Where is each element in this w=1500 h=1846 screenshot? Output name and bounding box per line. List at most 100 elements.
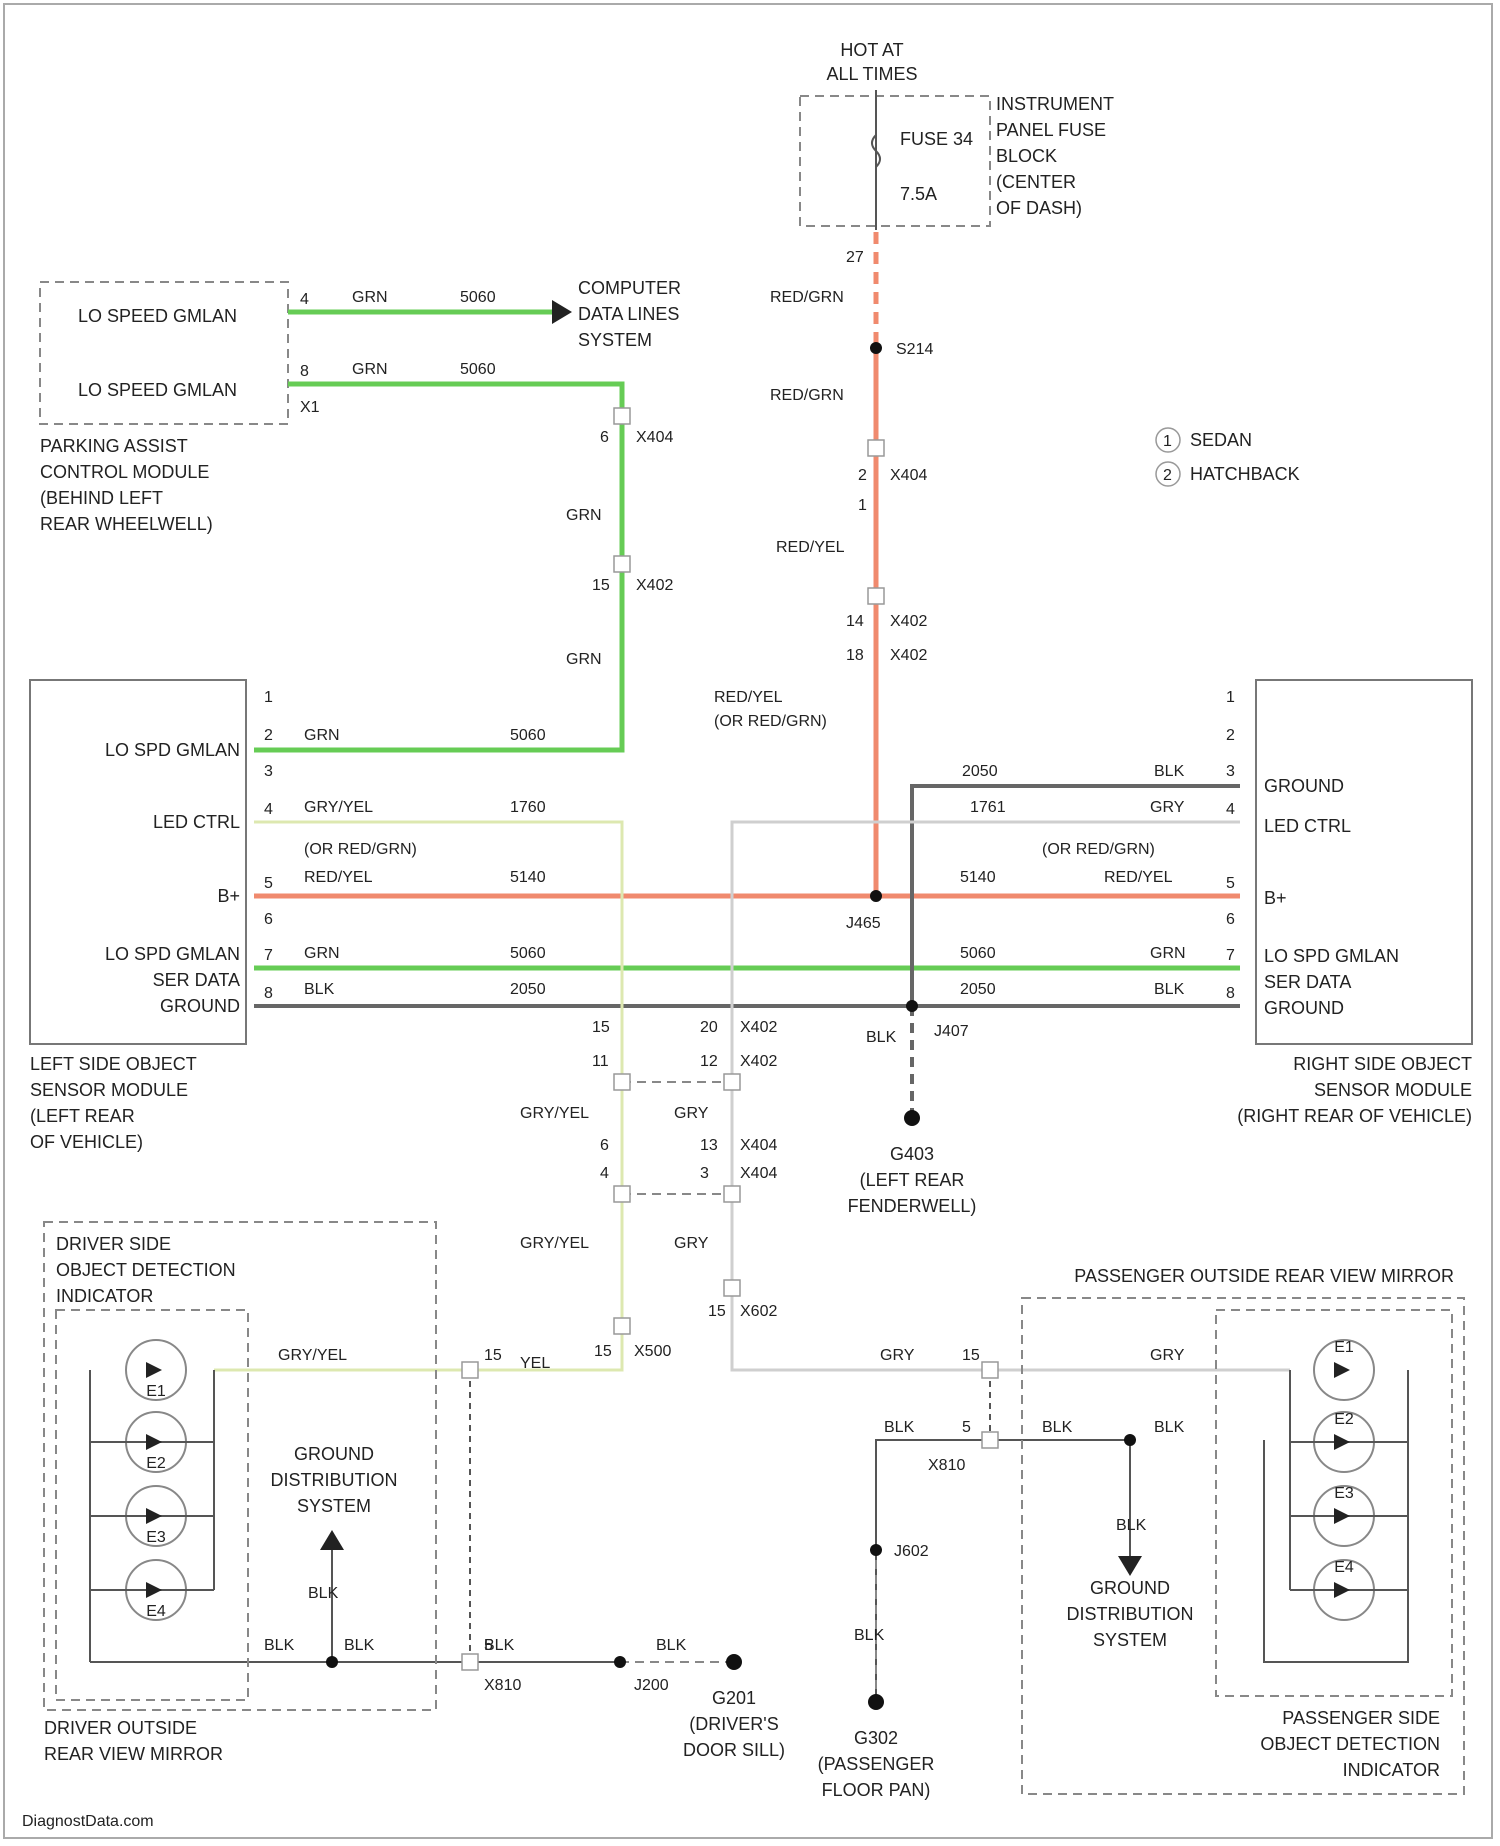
svg-text:2: 2 bbox=[1226, 727, 1235, 744]
svg-text:DOOR SILL): DOOR SILL) bbox=[683, 1740, 785, 1760]
svg-text:GROUND: GROUND bbox=[1264, 776, 1344, 796]
svg-text:SENSOR MODULE: SENSOR MODULE bbox=[30, 1080, 188, 1100]
lm-pin-label-4: LO SPD GMLAN bbox=[105, 944, 240, 964]
pin-label: 11 bbox=[592, 1053, 609, 1070]
svg-text:DRIVER OUTSIDE: DRIVER OUTSIDE bbox=[44, 1718, 197, 1738]
wire-label: RED/YEL bbox=[304, 869, 373, 886]
svg-text:OBJECT DETECTION: OBJECT DETECTION bbox=[1260, 1734, 1440, 1754]
lm-pin-label-5: SER DATA bbox=[153, 970, 240, 990]
pin-label: 18 bbox=[846, 647, 864, 664]
wire-label: RED/GRN bbox=[770, 387, 844, 404]
wire-label: S214 bbox=[896, 341, 933, 358]
pin-label: 15 bbox=[592, 1019, 610, 1036]
wire-label: GRY bbox=[674, 1105, 709, 1122]
svg-text:G302: G302 bbox=[854, 1728, 898, 1748]
legend-text-1: SEDAN bbox=[1190, 430, 1252, 450]
svg-text:8: 8 bbox=[1226, 985, 1235, 1002]
wire-label: YEL bbox=[520, 1355, 550, 1372]
parking-assist-module: LO SPEED GMLAN LO SPEED GMLAN 4 8 X1 PAR… bbox=[40, 282, 320, 534]
pin-label: 13 bbox=[700, 1137, 718, 1154]
svg-text:DISTRIBUTION: DISTRIBUTION bbox=[1066, 1604, 1193, 1624]
wire-label: 5060 bbox=[460, 361, 496, 378]
wire-label: GRN bbox=[352, 289, 388, 306]
pin-label: 1 bbox=[858, 497, 867, 514]
wire-label: 2050 bbox=[962, 763, 998, 780]
svg-text:SYSTEM: SYSTEM bbox=[297, 1496, 371, 1516]
passenger-led-array: E1 E2 E3 E4 bbox=[1290, 1339, 1408, 1620]
wire-label: X402 bbox=[890, 613, 927, 630]
wire-label: GRY bbox=[1150, 799, 1185, 816]
svg-text:6: 6 bbox=[1226, 911, 1235, 928]
wire-label: GRY/YEL bbox=[304, 799, 373, 816]
pam-pin-label-2: LO SPEED GMLAN bbox=[78, 380, 237, 400]
svg-text:E4: E4 bbox=[1334, 1559, 1354, 1576]
svg-text:4: 4 bbox=[264, 801, 273, 818]
pam-pin-label-1: LO SPEED GMLAN bbox=[78, 306, 237, 326]
pin-label: 2 bbox=[858, 467, 867, 484]
svg-text:RIGHT SIDE OBJECT: RIGHT SIDE OBJECT bbox=[1293, 1054, 1472, 1074]
pin-label: 15 bbox=[962, 1347, 980, 1364]
wire-label: BLK bbox=[1116, 1517, 1147, 1534]
wire-label: X404 bbox=[636, 429, 673, 446]
svg-text:LO SPD GMLAN: LO SPD GMLAN bbox=[1264, 946, 1399, 966]
wire-label: BLK bbox=[1154, 763, 1185, 780]
svg-text:GROUND: GROUND bbox=[1264, 998, 1344, 1018]
legend: 1 SEDAN 2 HATCHBACK bbox=[1156, 428, 1300, 486]
pin-label: 4 bbox=[600, 1165, 609, 1182]
lm-pin-label-3: B+ bbox=[217, 886, 240, 906]
pam-label-2: CONTROL MODULE bbox=[40, 462, 209, 482]
driver-mirror: DRIVER SIDE OBJECT DETECTION INDICATOR G… bbox=[44, 1222, 436, 1764]
svg-text:LED CTRL: LED CTRL bbox=[1264, 816, 1351, 836]
svg-text:LEFT SIDE OBJECT: LEFT SIDE OBJECT bbox=[30, 1054, 197, 1074]
diagram-frame bbox=[4, 4, 1492, 1838]
wire-label: J465 bbox=[846, 915, 881, 932]
wire-label: X402 bbox=[636, 577, 673, 594]
wire-label: RED/YEL bbox=[776, 539, 845, 556]
arrow-down-icon bbox=[1118, 1556, 1142, 1576]
svg-text:E4: E4 bbox=[146, 1603, 166, 1620]
pin-label: 12 bbox=[700, 1053, 718, 1070]
wire-label: GRN bbox=[304, 945, 340, 962]
wire-label: X402 bbox=[740, 1019, 777, 1036]
lm-pin-label-1: LO SPD GMLAN bbox=[105, 740, 240, 760]
wire-label: 5060 bbox=[510, 945, 546, 962]
wire-label: (OR RED/GRN) bbox=[1042, 841, 1155, 858]
svg-text:INDICATOR: INDICATOR bbox=[1343, 1760, 1440, 1780]
pin-label: 20 bbox=[700, 1019, 718, 1036]
svg-text:REAR VIEW MIRROR: REAR VIEW MIRROR bbox=[44, 1744, 223, 1764]
wire-label: 2050 bbox=[960, 981, 996, 998]
svg-text:E3: E3 bbox=[1334, 1485, 1354, 1502]
wire-label: X810 bbox=[484, 1677, 521, 1694]
wire-label: BLK bbox=[308, 1585, 339, 1602]
wire-label: (OR RED/GRN) bbox=[714, 713, 827, 730]
svg-text:OF VEHICLE): OF VEHICLE) bbox=[30, 1132, 143, 1152]
passenger-mirror: PASSENGER OUTSIDE REAR VIEW MIRROR GROUN… bbox=[1022, 1266, 1464, 1794]
pin-label: 6 bbox=[600, 429, 609, 446]
svg-text:E2: E2 bbox=[146, 1455, 166, 1472]
pin-label: 6 bbox=[600, 1137, 609, 1154]
svg-text:OBJECT DETECTION: OBJECT DETECTION bbox=[56, 1260, 236, 1280]
wire-label: X404 bbox=[890, 467, 927, 484]
wire-label: BLK bbox=[1042, 1419, 1073, 1436]
wire-label: X404 bbox=[740, 1165, 777, 1182]
wire-label: GRY bbox=[880, 1347, 915, 1364]
wire-label: X402 bbox=[740, 1053, 777, 1070]
wire-label: X500 bbox=[634, 1343, 671, 1360]
svg-text:8: 8 bbox=[264, 985, 273, 1002]
pam-pin-num-1: 4 bbox=[300, 291, 309, 308]
svg-text:6: 6 bbox=[264, 911, 273, 928]
wire-label: 2050 bbox=[510, 981, 546, 998]
wire-label: 5060 bbox=[960, 945, 996, 962]
wire-label: GRN bbox=[352, 361, 388, 378]
svg-text:(DRIVER'S: (DRIVER'S bbox=[689, 1714, 778, 1734]
hot-label-1: HOT AT bbox=[840, 40, 903, 60]
wire-label: X602 bbox=[740, 1303, 777, 1320]
wire-label: RED/YEL bbox=[714, 689, 783, 706]
wire-labels: GRN5060GRN5060RED/GRNS214RED/GRNX404X404… bbox=[264, 289, 1186, 1694]
fuse-pin: 27 bbox=[846, 249, 864, 266]
pam-label-4: REAR WHEELWELL) bbox=[40, 514, 213, 534]
svg-text:B+: B+ bbox=[1264, 888, 1287, 908]
wire-label: X404 bbox=[740, 1137, 777, 1154]
svg-text:FENDERWELL): FENDERWELL) bbox=[848, 1196, 977, 1216]
